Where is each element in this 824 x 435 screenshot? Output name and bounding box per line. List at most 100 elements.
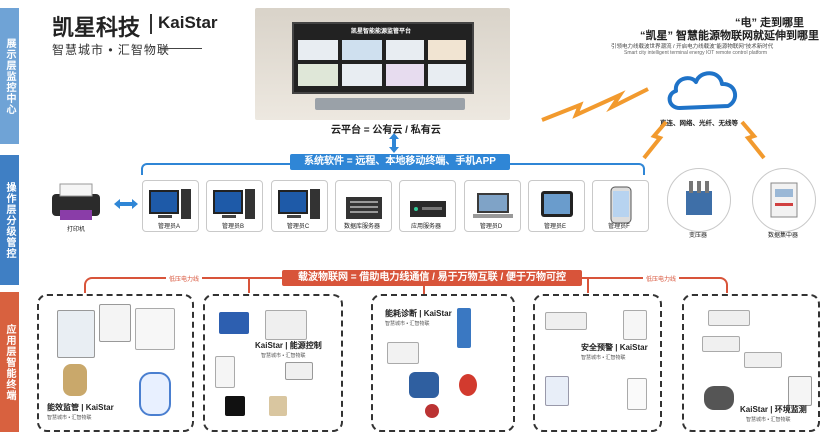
device-label: 数据集中器 xyxy=(767,233,798,239)
controller-image xyxy=(219,312,249,334)
printer-icon xyxy=(52,183,100,220)
card-subtitle: 智慧城市 • 汇智物联 xyxy=(746,417,791,423)
sensor-image xyxy=(139,372,171,416)
card-subtitle: 智慧城市 • 汇智物联 xyxy=(47,415,92,421)
carrier-iot-banner: 载波物联网 = 借助电力线通信 / 易于万物互联 / 便于万物可控 xyxy=(282,270,582,286)
transformer-device xyxy=(667,168,731,232)
device-label: 管理员B xyxy=(221,224,244,230)
signal-bolt-icon xyxy=(642,120,668,160)
sensor-image xyxy=(457,308,471,348)
wall-title: 凯星智能能源监管平台 xyxy=(350,29,411,35)
slogan-line2: “凯星” 智慧能源物联网就延伸到哪里 xyxy=(640,30,820,42)
product-card-environment: KaiStar | 环境监测 智慧城市 • 汇智物联 xyxy=(682,294,820,432)
signal-bolt-icon xyxy=(740,120,766,160)
display-image xyxy=(788,376,812,406)
system-software-banner: 系统软件 = 远程、本地移动终端、手机APP xyxy=(290,154,510,170)
module-image xyxy=(545,312,587,330)
meter-image xyxy=(545,376,569,406)
meter-image xyxy=(57,310,95,358)
device-label: 打印机 xyxy=(66,227,85,233)
device-box-b xyxy=(206,180,263,232)
device-label: 管理员A xyxy=(157,224,180,230)
slogan-line1: “电” 走到哪里 xyxy=(735,17,805,29)
device-label: 管理员D xyxy=(479,224,503,230)
app-server-icon xyxy=(410,201,446,217)
drop-line xyxy=(587,279,589,293)
brand-tagline: 智慧城市 • 汇智物联 xyxy=(52,43,170,57)
device-box-f xyxy=(592,180,649,232)
signal-bolt-icon xyxy=(541,87,649,122)
sensor-image xyxy=(702,336,740,352)
card-title: 安全预警 | KaiStar xyxy=(581,343,648,352)
controller-image xyxy=(265,310,307,340)
card-subtitle: 智慧城市 • 汇智物联 xyxy=(261,353,306,359)
device-label: 管理员C xyxy=(286,224,310,230)
slogan-line4: Smart city intelligent terminal energy I… xyxy=(624,50,768,56)
concentrator-icon xyxy=(770,182,798,218)
meter-image xyxy=(99,304,131,342)
device-box-db xyxy=(335,180,392,232)
desktop-icon xyxy=(278,189,320,219)
double-arrow-icon xyxy=(114,199,138,209)
panel-image xyxy=(269,396,287,416)
transformer-icon xyxy=(686,181,712,215)
device-label: 数据库服务器 xyxy=(343,224,380,230)
device-label: 变压器 xyxy=(688,233,707,239)
product-card-warning: 安全预警 | KaiStar 智慧城市 • 汇智物联 xyxy=(533,294,662,432)
water-meter-image xyxy=(63,364,87,396)
detector-image xyxy=(704,386,734,410)
drop-line xyxy=(248,279,250,293)
card-subtitle: 智慧城市 • 汇智物联 xyxy=(581,355,626,361)
device-label: 应用服务器 xyxy=(410,224,441,230)
device-box-c xyxy=(271,180,328,232)
card-title: KaiStar | 环境监测 xyxy=(740,405,807,414)
laptop-icon xyxy=(473,193,513,218)
tier-operation: 操作层分级管控 xyxy=(0,155,19,285)
flowmeter-image xyxy=(409,372,439,398)
module-image xyxy=(285,362,313,380)
brand-en: KaiStar xyxy=(158,13,218,32)
desktop-icon xyxy=(149,189,191,219)
device-box-d xyxy=(464,180,521,232)
network-types-label: 直连、网络、光纤、无线等 xyxy=(660,120,738,127)
sensor-image xyxy=(708,310,750,326)
panel-image xyxy=(225,396,245,416)
button-image xyxy=(425,404,439,418)
card-subtitle: 智慧城市 • 汇智物联 xyxy=(385,321,430,327)
video-wall xyxy=(292,22,474,94)
brand-separator xyxy=(150,14,152,34)
desktop-icon xyxy=(213,189,255,219)
database-server-icon xyxy=(346,197,382,219)
sensor-image xyxy=(623,310,647,340)
low-voltage-label: 低压电力线 xyxy=(643,274,680,283)
cloud-platform-caption: 云平台 = 公有云 / 私有云 xyxy=(331,125,441,136)
concentrator-device xyxy=(752,168,816,232)
low-voltage-label: 低压电力线 xyxy=(166,274,203,283)
product-card-diagnosis: 能耗诊断 | KaiStar 智慧城市 • 汇智物联 xyxy=(371,294,515,432)
product-card-control: KaiStar | 能源控制 智慧城市 • 汇智物联 xyxy=(203,294,343,432)
card-title: KaiStar | 能源控制 xyxy=(255,341,322,350)
meter-image xyxy=(135,308,175,350)
device-label: 管理员F xyxy=(608,224,630,230)
switch-image xyxy=(215,356,235,388)
device-box-app xyxy=(399,180,456,232)
tier-display: 展示层监控中心 xyxy=(0,8,19,144)
device-label: 管理员E xyxy=(543,224,566,230)
meter-image xyxy=(627,378,647,410)
brand-cn: 凯星科技 xyxy=(52,15,141,40)
drop-line xyxy=(423,285,425,294)
meter-image xyxy=(387,342,419,364)
sensor-image xyxy=(744,352,782,368)
device-box-a xyxy=(142,180,199,232)
card-title: 能效监管 | KaiStar xyxy=(47,403,114,412)
updown-arrow-icon xyxy=(389,133,399,153)
tablet-icon xyxy=(541,191,573,217)
phone-icon xyxy=(610,186,632,224)
cloud-icon xyxy=(667,71,738,110)
product-card-efficiency: 能效监管 | KaiStar 智慧城市 • 汇智物联 xyxy=(37,294,194,432)
printer-device xyxy=(46,180,106,224)
slogan-line3: 引领电力线载波世界潮流 / 开启电力线载波“能源物联网”技术新时代 xyxy=(611,44,774,50)
tier-application: 应用层智能终端 xyxy=(0,292,19,432)
alarm-image xyxy=(459,374,477,396)
tagline-rule xyxy=(160,48,202,49)
